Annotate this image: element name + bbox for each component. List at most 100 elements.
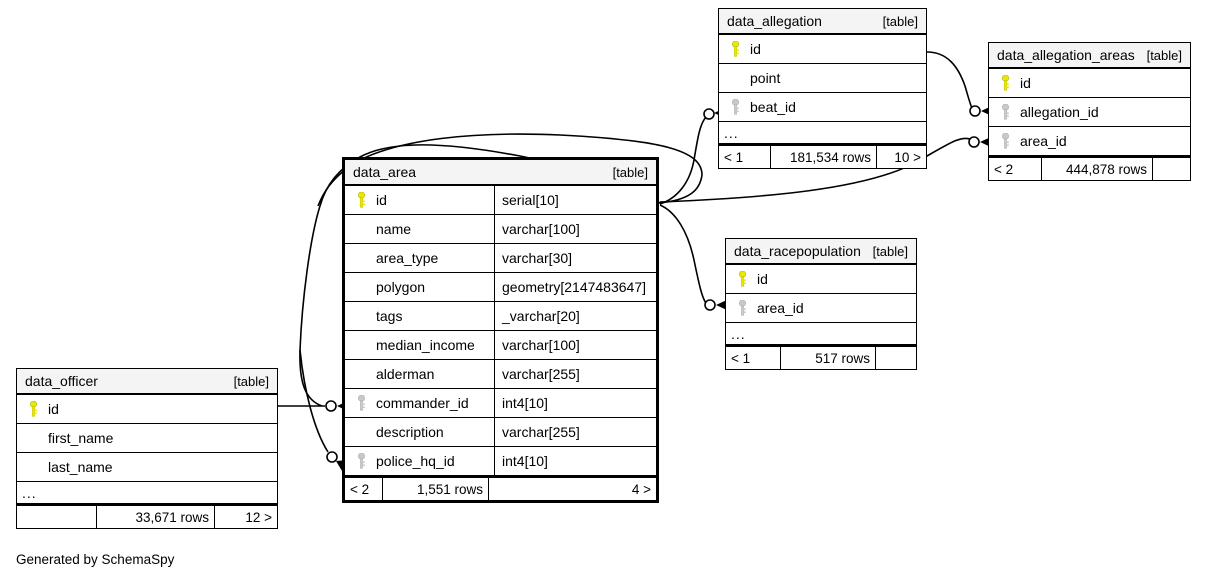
table-header-data_officer: data_officer[table]: [17, 369, 277, 395]
column-name-cell: tags: [345, 302, 495, 330]
incoming-relations-count[interactable]: < 2: [989, 158, 1042, 180]
column-name-cell: area_id: [989, 127, 1190, 155]
primary-key-icon: [25, 401, 42, 417]
column-name-cell: first_name: [17, 424, 277, 452]
incoming-relations-count[interactable]: [17, 506, 97, 528]
column-name-cell: beat_id: [719, 93, 926, 121]
column-row-alderman[interactable]: alderman varchar[255]: [345, 360, 656, 389]
outgoing-relations-count[interactable]: 12 >: [245, 509, 272, 525]
column-row-allegation_id[interactable]: allegation_id: [989, 98, 1190, 127]
column-row-tags[interactable]: tags _varchar[20]: [345, 302, 656, 331]
column-label: name: [376, 221, 412, 237]
edge-area-id-to-allegation-beat-id-head: [659, 175, 702, 203]
column-row-description[interactable]: description varchar[255]: [345, 418, 656, 447]
column-row-id[interactable]: id: [989, 69, 1190, 98]
optional-marker: [704, 299, 716, 311]
column-name-cell: description: [345, 418, 495, 446]
optional-marker: [969, 105, 981, 117]
column-name-cell: id: [17, 395, 277, 423]
column-row-median_income[interactable]: median_income varchar[100]: [345, 331, 656, 360]
column-row-police_hq_id[interactable]: police_hq_id int4[10]: [345, 447, 656, 476]
row-count: 444,878 rows: [1042, 158, 1153, 180]
table-title: data_area: [353, 164, 417, 180]
optional-marker: [325, 400, 337, 412]
outgoing-relations-count[interactable]: [1153, 158, 1190, 180]
outgoing-relations-count[interactable]: 10 >: [894, 149, 921, 165]
table-header-data_area: data_area [table]: [345, 160, 656, 186]
column-row-id[interactable]: id: [17, 395, 277, 424]
column-type-cell: _varchar[20]: [502, 308, 580, 324]
row-count: 1,551 rows: [383, 478, 489, 500]
row-count: 517 rows: [781, 347, 876, 369]
column-row-id[interactable]: id: [726, 265, 916, 294]
column-label: id: [48, 401, 59, 417]
column-row-name[interactable]: name varchar[100]: [345, 215, 656, 244]
column-type-cell: varchar[255]: [502, 366, 580, 382]
table-title: data_allegation_areas: [997, 47, 1135, 63]
column-type-cell: int4[10]: [502, 453, 548, 469]
column-label: area_id: [757, 300, 804, 316]
column-row-area_id[interactable]: area_id: [726, 294, 916, 323]
column-type-cell: varchar[255]: [502, 424, 580, 440]
outgoing-relations-count[interactable]: 4 >: [631, 481, 651, 497]
table-type-tag: [table]: [872, 243, 908, 259]
edge-allegation-id-to-allegation-areas: [926, 51, 973, 109]
more-columns-ellipsis: ...: [726, 323, 916, 345]
column-row-area_id[interactable]: area_id: [989, 127, 1190, 156]
column-name-cell: median_income: [345, 331, 495, 359]
column-label: area_type: [376, 250, 439, 266]
column-type-cell: varchar[100]: [502, 337, 580, 353]
edge-left-loop-continue: [299, 205, 323, 407]
column-row-first_name[interactable]: first_name: [17, 424, 277, 453]
column-label: first_name: [48, 430, 114, 446]
more-columns-ellipsis: ...: [719, 122, 926, 144]
table-data_allegation_areas[interactable]: data_allegation_areas [table] id allegation…: [988, 42, 1191, 181]
incoming-relations-count[interactable]: < 1: [719, 146, 771, 168]
table-title: data_officer: [25, 373, 98, 389]
optional-marker: [326, 451, 338, 463]
incoming-relations-count[interactable]: < 1: [726, 347, 781, 369]
foreign-key-icon: [727, 99, 744, 115]
foreign-key-icon: [734, 300, 751, 316]
table-header-data_allegation_areas: data_allegation_areas [table]: [989, 43, 1190, 69]
column-label: median_income: [376, 337, 475, 353]
column-name-cell: police_hq_id: [345, 447, 495, 475]
column-type-cell: geometry[2147483647]: [502, 279, 646, 295]
table-title: data_allegation: [727, 13, 822, 29]
column-row-point[interactable]: point: [719, 64, 926, 93]
column-name-cell: id: [989, 69, 1190, 97]
column-row-id[interactable]: id: [719, 35, 926, 64]
primary-key-icon: [353, 192, 370, 208]
table-type-tag: [table]: [1146, 47, 1182, 63]
column-label: id: [750, 41, 761, 57]
column-label: tags: [376, 308, 403, 324]
outgoing-relations-count[interactable]: [876, 347, 916, 369]
column-name-cell: alderman: [345, 360, 495, 388]
column-label: alderman: [376, 366, 435, 382]
credit-text: Generated by SchemaSpy: [16, 552, 175, 567]
column-label: id: [1020, 75, 1031, 91]
column-label: commander_id: [376, 395, 469, 411]
incoming-relations-count[interactable]: < 2: [345, 478, 383, 500]
column-label: description: [376, 424, 444, 440]
column-type-cell: varchar[100]: [502, 221, 580, 237]
table-data_officer[interactable]: data_officer[table]id first_name last_name…: [16, 368, 278, 529]
table-type-tag: [table]: [612, 164, 648, 180]
optional-marker: [703, 108, 715, 120]
column-name-cell: id: [726, 265, 916, 293]
column-label: police_hq_id: [376, 453, 455, 469]
column-label: area_id: [1020, 133, 1067, 149]
edge-officer-id-to-police-hq-id: [299, 349, 329, 453]
column-row-last_name[interactable]: last_name: [17, 453, 277, 482]
column-row-beat_id[interactable]: beat_id: [719, 93, 926, 122]
